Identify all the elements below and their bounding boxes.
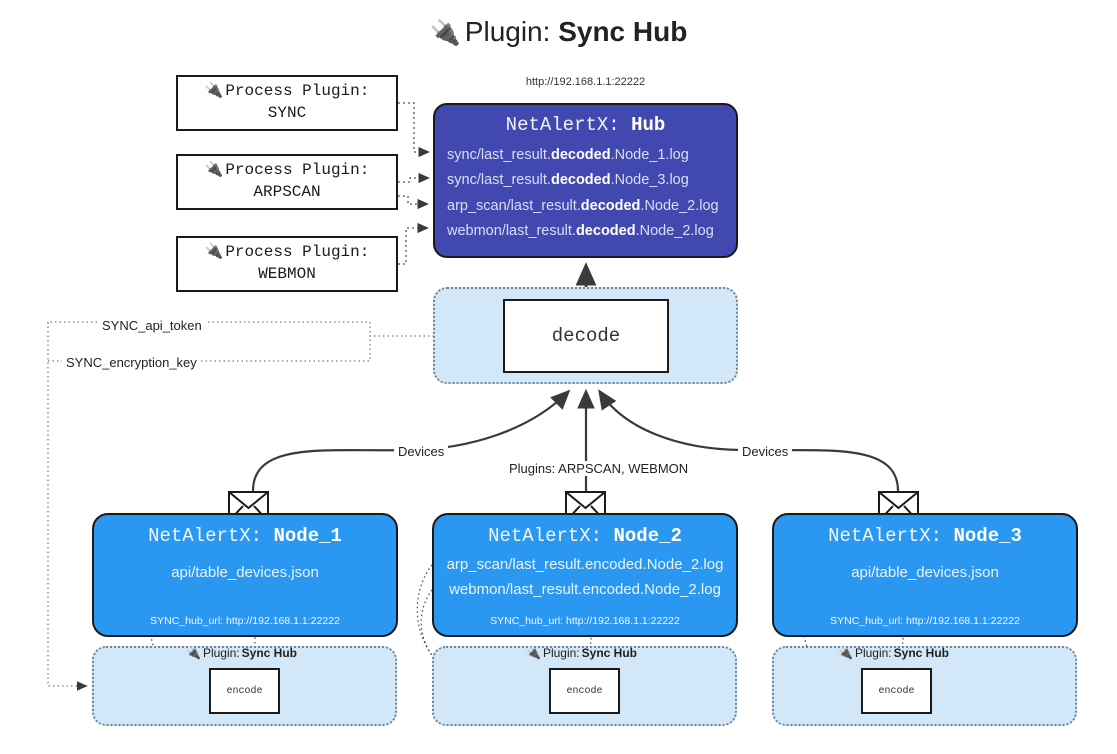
encode-box-3[interactable]: encode — [861, 668, 932, 714]
node-box-3[interactable]: NetAlertX: Node_3 api/table_devices.json… — [772, 513, 1078, 637]
plugin-tag-1: 🔌Plugin: Sync Hub — [186, 646, 297, 660]
decode-box[interactable]: decode — [503, 299, 669, 373]
edge-label-sync-api-token: SYNC_api_token — [98, 318, 206, 333]
process-plugin-name: SYNC — [267, 104, 307, 122]
edge-label-devices-right: Devices — [738, 444, 793, 459]
process-plugin-sync[interactable]: 🔌Process Plugin: SYNC — [176, 75, 398, 131]
process-plugin-label: Process Plugin: — [225, 82, 370, 101]
page-title-prefix: Plugin: — [464, 16, 551, 47]
process-plugin-arpscan[interactable]: 🔌Process Plugin: ARPSCAN — [176, 154, 398, 210]
plugin-tag-prefix: Plugin: — [202, 646, 240, 660]
edge-label-devices-left: Devices — [394, 444, 449, 459]
node-title-name: Node_1 — [273, 525, 342, 547]
plug-icon: 🔌 — [838, 646, 853, 660]
page-title-name: Sync Hub — [558, 16, 688, 47]
hub-log-mid: decoded — [550, 147, 611, 163]
plugin-tag-name: Sync Hub — [893, 646, 949, 660]
plug-icon: 🔌 — [429, 19, 461, 47]
node-hub-url: SYNC_hub_url: http://192.168.1.1:22222 — [150, 615, 340, 627]
plug-icon: 🔌 — [186, 646, 201, 660]
encode-box-1[interactable]: encode — [209, 668, 280, 714]
hub-log-post: .Node_2.log — [635, 223, 714, 240]
plugin-tag-2: 🔌Plugin: Sync Hub — [526, 646, 637, 660]
plugin-tag-name: Sync Hub — [241, 646, 297, 660]
process-plugin-webmon[interactable]: 🔌Process Plugin: WEBMON — [176, 236, 398, 292]
node-title-prefix: NetAlertX: — [828, 525, 943, 547]
plug-icon: 🔌 — [204, 244, 224, 262]
page-title: 🔌Plugin: Sync Hub — [0, 16, 1117, 48]
hub-log-line: sync/last_result.decoded.Node_3.log — [435, 168, 736, 193]
plug-icon: 🔌 — [526, 646, 541, 660]
plugin-tag-prefix: Plugin: — [542, 646, 580, 660]
hub-log-post: .Node_1.log — [610, 147, 689, 163]
node-resource-line: arp_scan/last_result.encoded.Node_2.log — [446, 556, 724, 573]
process-plugin-label: Process Plugin: — [225, 161, 370, 180]
node-title-prefix: NetAlertX: — [488, 525, 603, 547]
node-resource-line: api/table_devices.json — [851, 564, 999, 581]
node-hub-url: SYNC_hub_url: http://192.168.1.1:22222 — [830, 615, 1020, 627]
node-title: NetAlertX: Node_1 — [94, 525, 396, 547]
process-plugin-label: Process Plugin: — [225, 243, 370, 262]
hub-log-mid: decoded — [580, 197, 641, 214]
node-resource-line: api/table_devices.json — [171, 564, 319, 581]
plugin-tag-prefix: Plugin: — [854, 646, 892, 660]
edge-label-plugins: Plugins: ARPSCAN, WEBMON — [505, 461, 693, 476]
hub-title: NetAlertX: Hub — [435, 114, 736, 136]
hub-log-line: webmon/last_result.decoded.Node_2.log — [435, 219, 736, 244]
node-box-1[interactable]: NetAlertX: Node_1 api/table_devices.json… — [92, 513, 398, 637]
hub-log-mid: decoded — [550, 172, 611, 189]
plugin-tag-name: Sync Hub — [581, 646, 637, 660]
hub-log-line: sync/last_result.decoded.Node_1.log — [435, 143, 736, 168]
hub-log-pre: sync/last_result. — [447, 147, 551, 163]
process-plugin-name: WEBMON — [258, 265, 316, 283]
node-title-name: Node_3 — [953, 525, 1022, 547]
node-resource-line: webmon/last_result.encoded.Node_2.log — [449, 580, 721, 598]
hub-log-line: arp_scan/last_result.decoded.Node_2.log — [435, 194, 736, 219]
hub-log-post: .Node_2.log — [640, 197, 719, 214]
node-title: NetAlertX: Node_3 — [774, 525, 1076, 547]
edge-label-sync-encryption-key: SYNC_encryption_key — [62, 355, 201, 370]
node-hub-url: SYNC_hub_url: http://192.168.1.1:22222 — [490, 615, 680, 627]
hub-log-mid: decoded — [575, 223, 636, 240]
hub-node[interactable]: NetAlertX: Hub sync/last_result.decoded.… — [433, 103, 738, 258]
process-plugin-name: ARPSCAN — [253, 183, 321, 201]
encode-box-2[interactable]: encode — [549, 668, 620, 714]
node-title-name: Node_2 — [613, 525, 682, 547]
hub-url-label: http://192.168.1.1:22222 — [525, 76, 646, 88]
node-title-prefix: NetAlertX: — [148, 525, 263, 547]
hub-log-post: .Node_3.log — [610, 172, 689, 189]
plug-icon: 🔌 — [204, 83, 224, 101]
plugin-tag-3: 🔌Plugin: Sync Hub — [838, 646, 949, 660]
hub-log-pre: webmon/last_result. — [447, 223, 576, 240]
hub-log-pre: sync/last_result. — [447, 172, 551, 189]
node-box-2[interactable]: NetAlertX: Node_2 arp_scan/last_result.e… — [432, 513, 738, 637]
hub-log-pre: arp_scan/last_result. — [447, 197, 581, 214]
hub-title-name: Hub — [631, 114, 666, 136]
plug-icon: 🔌 — [204, 162, 224, 180]
node-title: NetAlertX: Node_2 — [434, 525, 736, 547]
hub-title-prefix: NetAlertX: — [505, 114, 620, 136]
